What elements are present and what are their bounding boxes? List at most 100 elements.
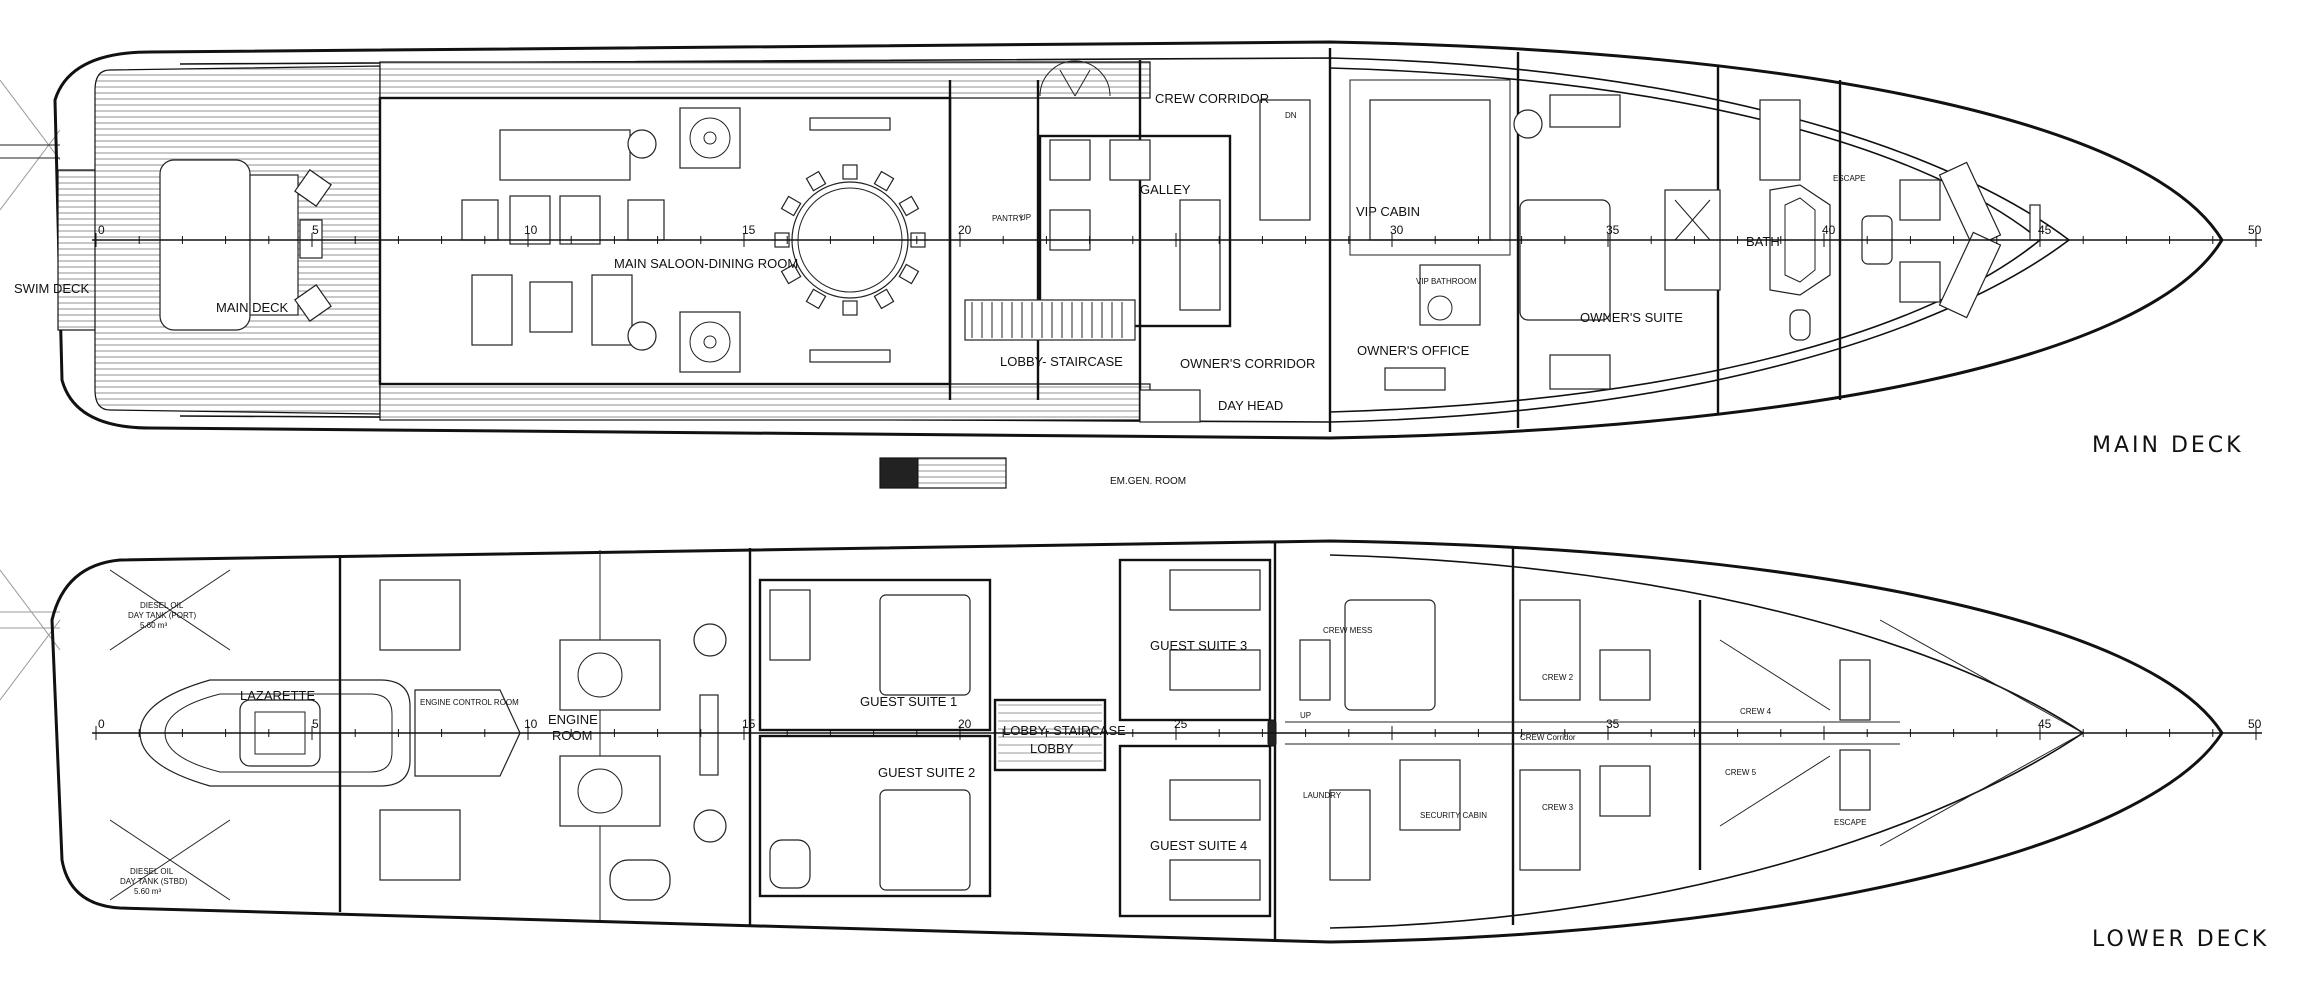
frame-label: 25 xyxy=(1174,717,1188,731)
lower-deck-plan: 0 5 10 15 20 25 35 45 50 DIESEL OIL DAY … xyxy=(0,539,2269,952)
main-deck-plan: 0 5 10 15 20 30 35 40 45 50 SWIM DECK MA… xyxy=(0,40,2262,489)
frame-label: 15 xyxy=(742,223,756,237)
guest-suite-4 xyxy=(1118,744,1272,918)
lower-deck-title: LOWER DECK xyxy=(2092,927,2269,952)
crew-mess-table xyxy=(1344,599,1436,711)
lower-deck-frame-labels: 0 5 10 15 20 25 35 45 50 xyxy=(98,717,2262,731)
lounge-chair xyxy=(471,274,513,346)
generator xyxy=(379,579,461,651)
label-crew-3: CREW 3 xyxy=(1542,803,1574,812)
guest-suite-1 xyxy=(758,578,992,732)
frame-label: 20 xyxy=(958,717,972,731)
label-galley: GALLEY xyxy=(1140,182,1191,197)
label-crew-2: CREW 2 xyxy=(1542,673,1574,682)
label-main-deck-aft: MAIN DECK xyxy=(216,300,289,315)
generator xyxy=(379,809,461,881)
desk xyxy=(1549,354,1611,390)
label-owners-suite: OWNER'S SUITE xyxy=(1580,310,1683,325)
dining-chair xyxy=(873,170,895,192)
label-diesel-port-tank: DAY TANK (PORT) xyxy=(128,611,196,620)
label-crew-mess: CREW MESS xyxy=(1323,626,1372,635)
label-lazarette: LAZARETTE xyxy=(240,688,315,703)
lower-deck-frame-ticks xyxy=(95,726,2257,740)
label-diesel-port-volume: 5.60 m³ xyxy=(140,621,167,630)
dining-chair xyxy=(873,288,895,310)
label-vip-cabin: VIP CABIN xyxy=(1356,204,1420,219)
escape-hatch xyxy=(1839,659,1871,721)
label-guest-suite-4: GUEST SUITE 4 xyxy=(1150,838,1247,853)
ottoman xyxy=(509,195,551,245)
label-main-saloon: MAIN SALOON-DINING ROOM xyxy=(614,256,798,271)
label-em-gen-room: EM.GEN. ROOM xyxy=(1110,476,1186,487)
frame-label: 45 xyxy=(2038,223,2052,237)
windlass xyxy=(1899,261,1941,303)
stern-mooring-lines xyxy=(0,79,61,211)
frame-label: 50 xyxy=(2248,223,2262,237)
stair xyxy=(1759,99,1801,181)
frame-label: 35 xyxy=(1606,223,1620,237)
ottoman xyxy=(559,195,601,245)
stair-up xyxy=(1299,639,1331,701)
port-side-deck xyxy=(379,61,1151,99)
dining-chair xyxy=(898,195,920,217)
switchboard xyxy=(699,694,719,776)
label-crew-corridor: CREW Corridor xyxy=(1520,733,1576,742)
shower xyxy=(1599,649,1651,701)
dining-chair xyxy=(780,195,802,217)
label-owners-office: OWNER'S OFFICE xyxy=(1357,343,1470,358)
label-escape: ESCAPE xyxy=(1834,818,1866,827)
main-engine-port xyxy=(559,639,661,711)
main-deck-title: MAIN DECK xyxy=(2092,433,2244,458)
dining-chair xyxy=(805,170,827,192)
security-cabin-bunk xyxy=(1399,759,1461,831)
frame-label: 35 xyxy=(1606,717,1620,731)
label-crew-corridor: CREW CORRIDOR xyxy=(1155,91,1269,106)
label-security-cabin: SECURITY CABIN xyxy=(1420,811,1487,820)
bathtub xyxy=(769,839,811,889)
escape-hatch xyxy=(1839,749,1871,811)
frame-label: 5 xyxy=(312,223,319,237)
label-guest-suite-3: GUEST SUITE 3 xyxy=(1150,638,1247,653)
armchair xyxy=(299,219,323,259)
frame-label: 40 xyxy=(1822,223,1836,237)
owners-bed xyxy=(1519,199,1611,321)
label-guest-suite-2: GUEST SUITE 2 xyxy=(878,765,975,780)
dining-chair xyxy=(805,288,827,310)
label-dn: DN xyxy=(1285,111,1297,120)
label-engine-room-2: ROOM xyxy=(552,728,592,743)
vip-bathroom-fixtures xyxy=(1419,264,1481,326)
frame-label: 0 xyxy=(98,223,105,237)
label-crew-4: CREW 4 xyxy=(1740,707,1772,716)
tank xyxy=(609,859,671,901)
label-diesel-stbd-volume: 5.60 m³ xyxy=(134,887,161,896)
label-pantry: PANTRY xyxy=(992,214,1024,223)
side-table xyxy=(1513,109,1543,139)
shaft-coupling xyxy=(693,623,727,657)
bed xyxy=(879,789,971,891)
armchair xyxy=(627,199,665,241)
label-diesel-stbd-tank: DAY TANK (STBD) xyxy=(120,877,188,886)
coffee-table xyxy=(529,281,573,333)
label-owners-corridor: OWNER'S CORRIDOR xyxy=(1180,356,1315,371)
label-vip-bathroom: VIP BATHROOM xyxy=(1416,277,1477,286)
guest-suite-3 xyxy=(1118,558,1272,722)
label-crew-5: CREW 5 xyxy=(1725,768,1757,777)
sofa xyxy=(499,129,631,181)
main-engine-stbd xyxy=(559,755,661,827)
label-bath: BATH xyxy=(1746,234,1780,249)
crew-2-bunk xyxy=(1519,599,1581,701)
staircase-treads xyxy=(998,704,1102,762)
staircase-treads xyxy=(971,302,1123,338)
main-deck-frame-ticks xyxy=(95,233,2257,247)
frame-label: 15 xyxy=(742,717,756,731)
lower-deck-hull-outline xyxy=(50,539,2224,944)
shower xyxy=(1599,765,1651,817)
swim-deck-platform xyxy=(57,169,97,331)
anchor-pocket xyxy=(1938,231,2002,319)
dining-chair xyxy=(898,263,920,285)
bed xyxy=(879,594,971,696)
label-up: UP xyxy=(1020,213,1031,222)
laundry-machines xyxy=(1329,789,1371,881)
lobby-staircase xyxy=(993,698,1107,772)
